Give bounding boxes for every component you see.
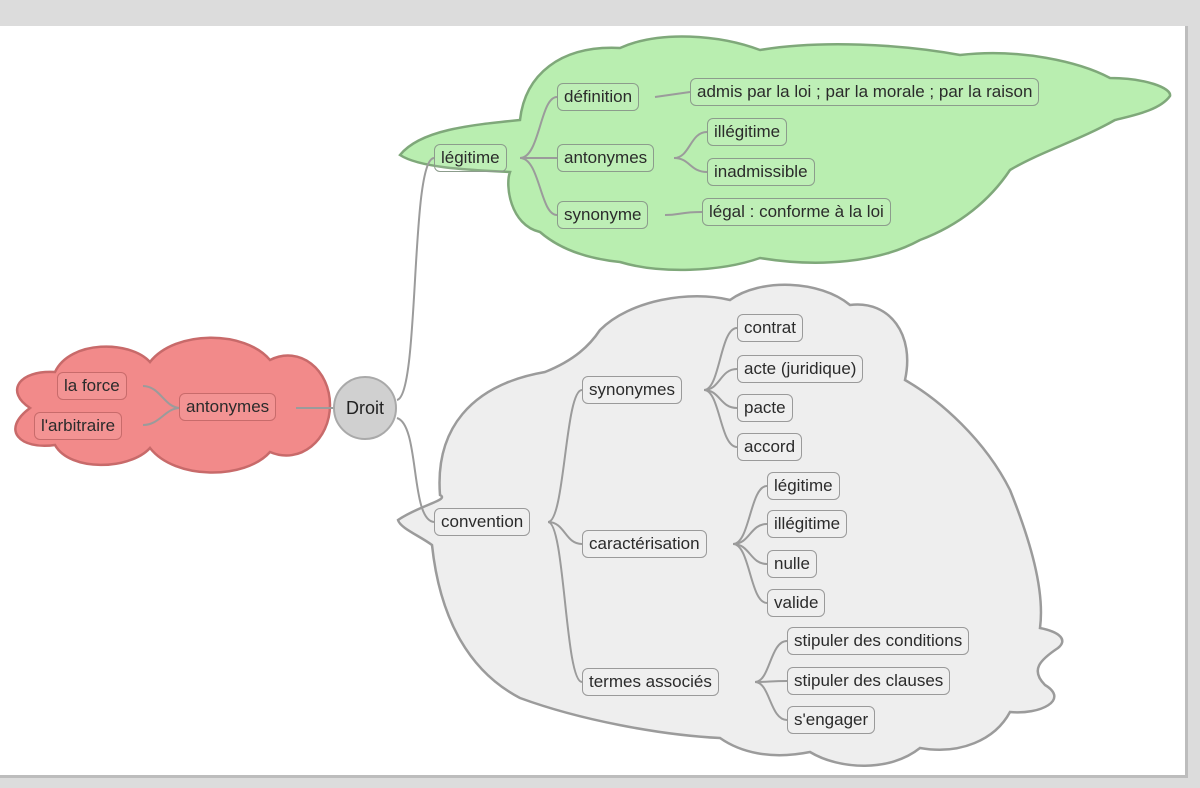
terme-conditions[interactable]: stipuler des conditions — [787, 627, 970, 655]
caracterisation-nulle[interactable]: nulle — [767, 550, 817, 578]
synonyme-accord[interactable]: accord — [737, 433, 803, 461]
caracterisation-illegitime[interactable]: illégitime — [767, 510, 848, 538]
synonyme-acte[interactable]: acte (juridique) — [737, 355, 864, 383]
synonyme-node[interactable]: synonyme — [557, 201, 649, 229]
green-cloud — [398, 35, 1172, 272]
synonymes-node[interactable]: synonymes — [582, 376, 682, 404]
caracterisation-node[interactable]: caractérisation — [582, 530, 707, 558]
definition-node[interactable]: définition — [557, 83, 640, 111]
caracterisation-valide[interactable]: valide — [767, 589, 826, 617]
caracterisation-legitime[interactable]: légitime — [767, 472, 840, 500]
legitime-antonyme-inadmissible[interactable]: inadmissible — [707, 158, 815, 186]
center-node[interactable]: Droit — [333, 376, 397, 440]
synonyme-contrat[interactable]: contrat — [737, 314, 803, 342]
legitime-antonymes-node[interactable]: antonymes — [557, 144, 655, 172]
grey-cloud — [396, 283, 1064, 767]
left-item-arbitraire[interactable]: l'arbitraire — [34, 412, 123, 440]
left-antonymes-node[interactable]: antonymes — [179, 393, 277, 421]
legitime-antonyme-illegitime[interactable]: illégitime — [707, 118, 788, 146]
legitime-node[interactable]: légitime — [434, 144, 507, 172]
convention-node[interactable]: convention — [434, 508, 531, 536]
left-item-la-force[interactable]: la force — [57, 372, 127, 400]
edges — [142, 91, 788, 721]
termes-associes-node[interactable]: termes associés — [582, 668, 719, 696]
synonyme-value-node[interactable]: légal : conforme à la loi — [702, 198, 891, 226]
terme-clauses[interactable]: stipuler des clauses — [787, 667, 951, 695]
synonyme-pacte[interactable]: pacte — [737, 394, 793, 422]
terme-engager[interactable]: s'engager — [787, 706, 876, 734]
definition-value-node[interactable]: admis par la loi ; par la morale ; par l… — [690, 78, 1040, 106]
